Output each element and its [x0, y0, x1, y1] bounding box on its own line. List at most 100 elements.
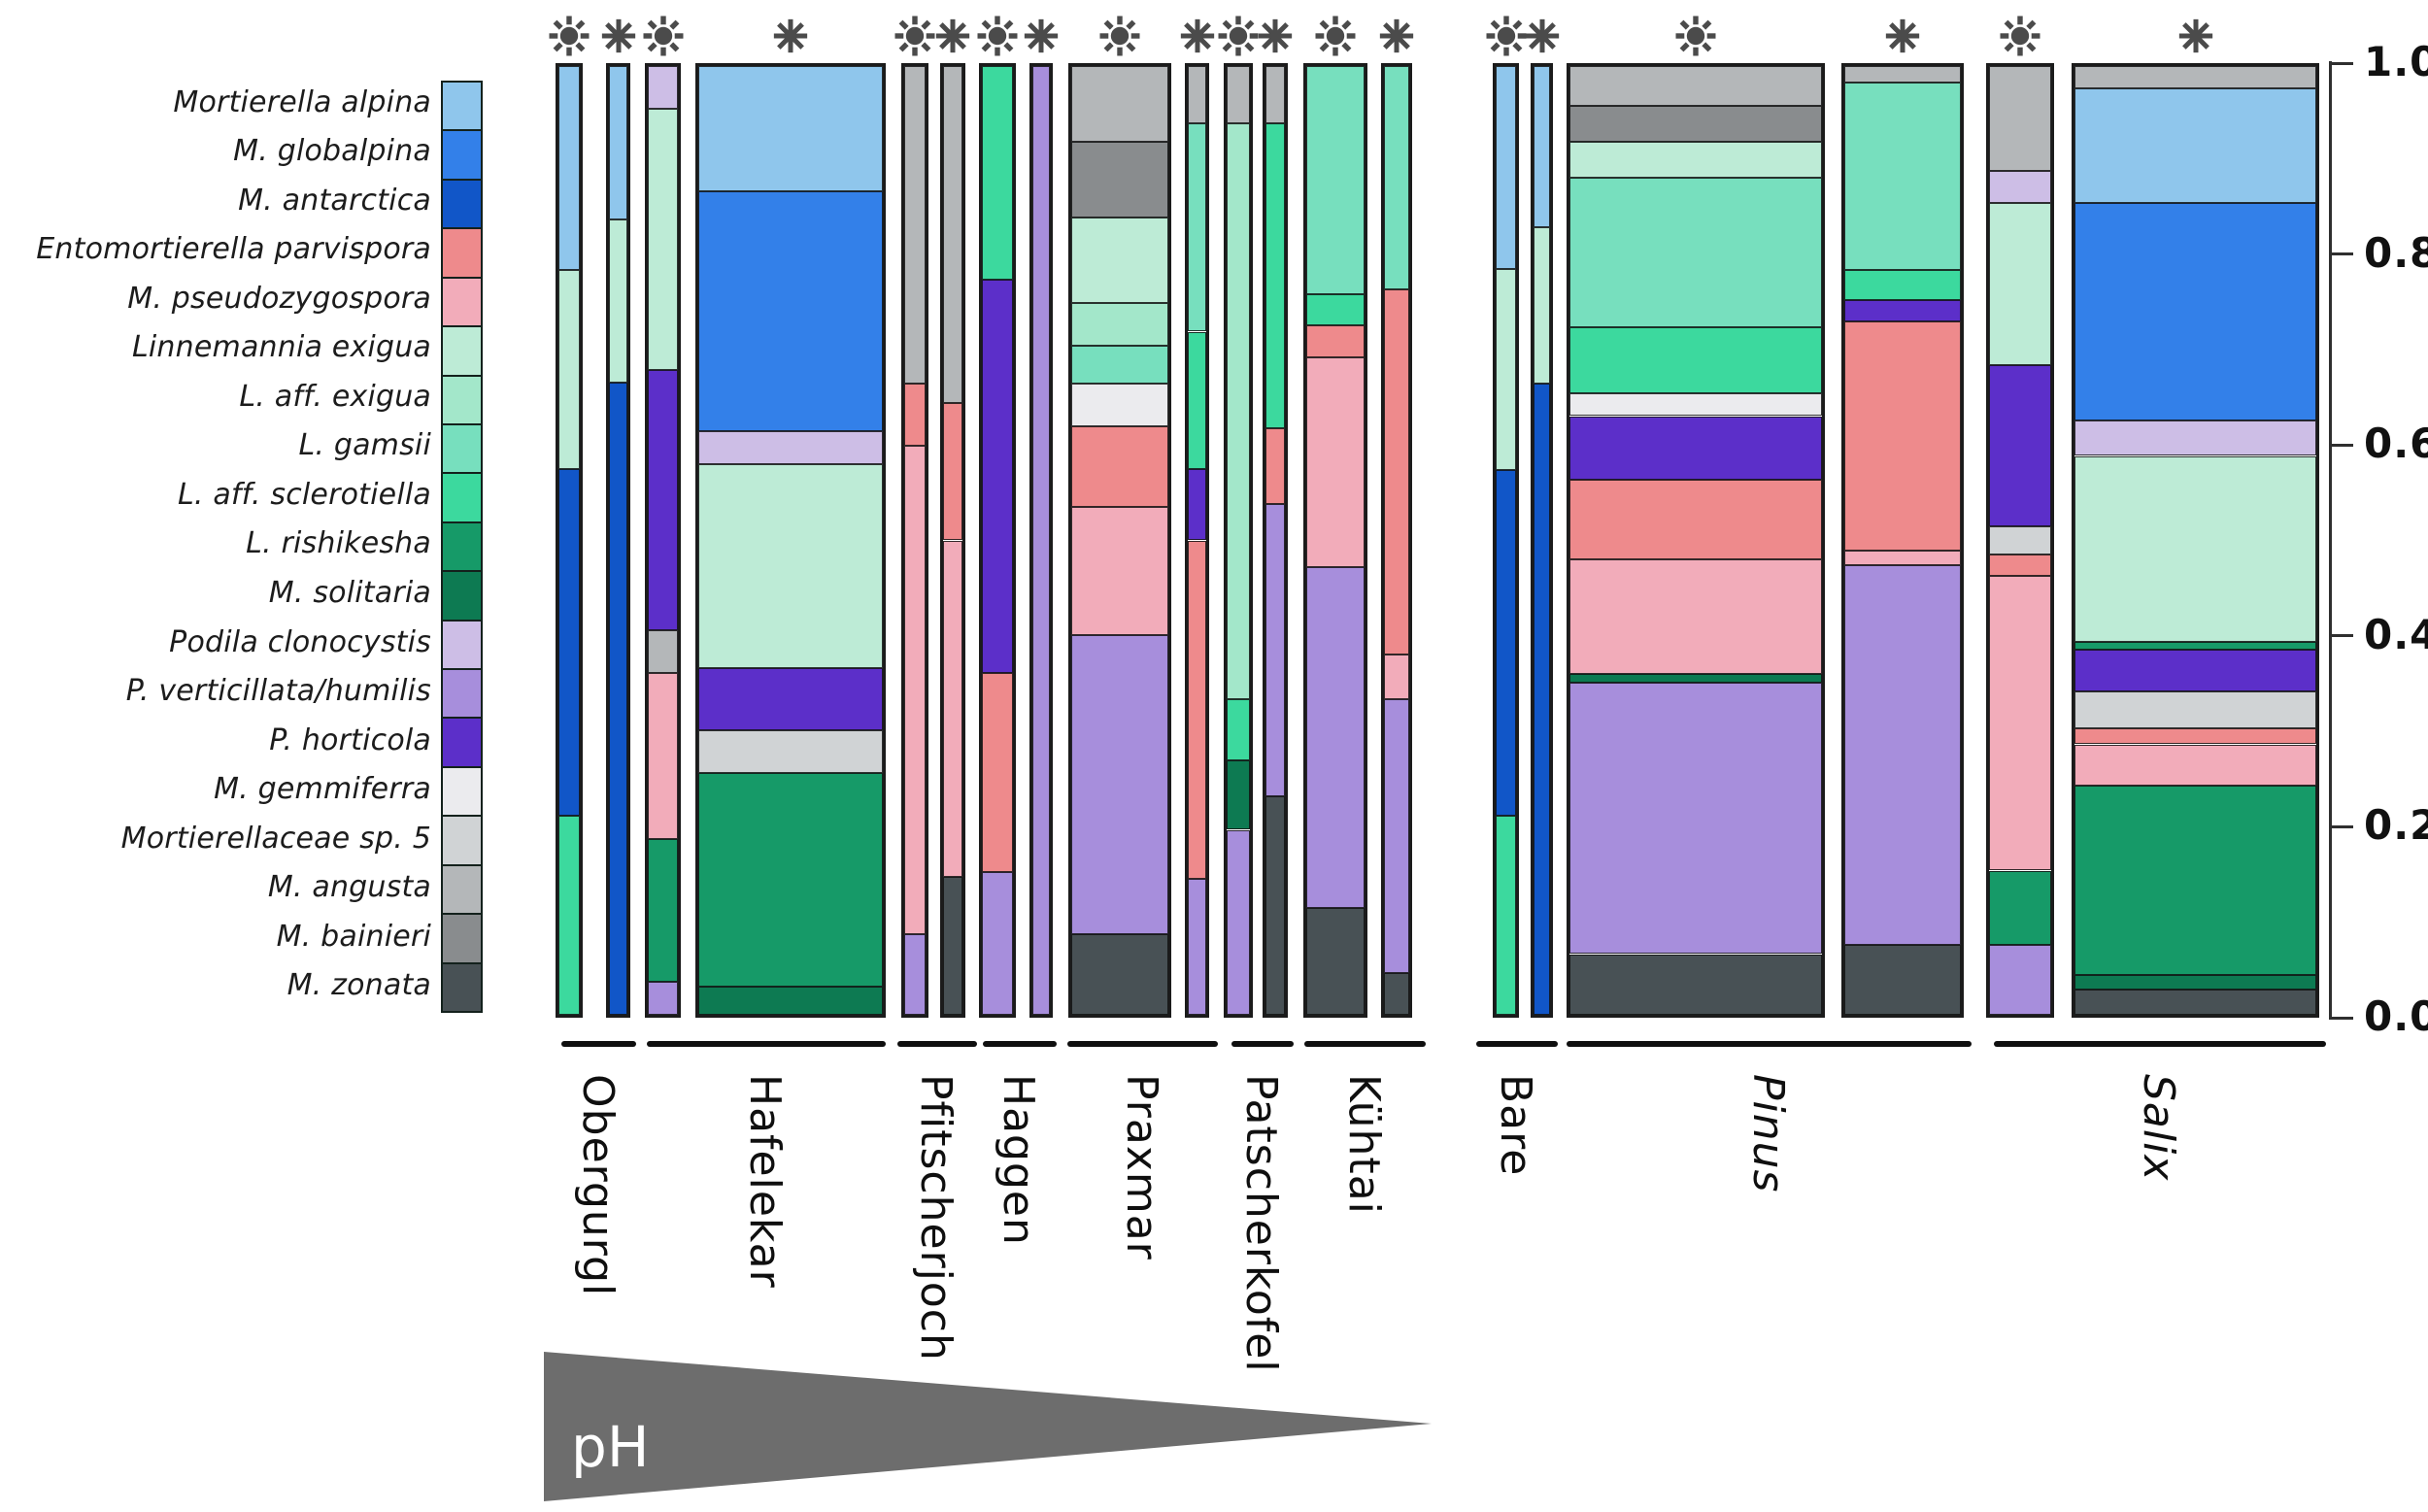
bar-segment-angusta	[648, 630, 678, 674]
bar-segment-exigua	[648, 109, 678, 370]
significance-asterisk-icon	[2174, 14, 2218, 62]
bar-segment-verticillata	[1569, 683, 1822, 955]
bar-segment-rishikesha	[2074, 785, 2316, 975]
group-label-patscherkofel: Patscherkofel	[1236, 1074, 1286, 1373]
legend-swatch-parvispora	[441, 227, 483, 279]
bar-segment-sp5	[1989, 525, 2051, 555]
legend-item-clonocystis: Podila clonocystis	[169, 624, 431, 659]
legend-swatch-bainieri	[441, 913, 483, 964]
bar-segment-rishikesha	[1989, 870, 2051, 945]
stacked-bar-pfitscherjoch-2	[940, 63, 965, 1018]
significance-asterisk-icon	[1175, 14, 1220, 62]
legend-item-angusta: M. angusta	[267, 870, 431, 905]
ph-label: pH	[571, 1414, 649, 1480]
legend-swatch-pseudozygospora	[441, 276, 483, 328]
group-underline-k-htai	[1304, 1041, 1426, 1047]
bar-segment-zonata	[2074, 989, 2316, 1015]
stacked-bar-k-htai-2	[1381, 63, 1412, 1018]
bar-segment-globalpina	[698, 191, 883, 432]
bar-segment-parvispora	[904, 384, 926, 446]
legend-swatch-verticillata	[441, 668, 483, 720]
bar-segment-sp5	[698, 729, 883, 773]
significance-sun-icon	[893, 14, 937, 62]
bar-segment-sclerotiella	[1227, 698, 1250, 761]
legend-item-solitaria: M. solitaria	[268, 576, 431, 610]
significance-sun-icon	[975, 14, 1020, 62]
legend-item-pseudozygospora: M. pseudozygospora	[127, 281, 431, 316]
bar-segment-horticola	[698, 668, 883, 730]
group-underline-haggen	[983, 1041, 1057, 1047]
bar-segment-aff-exigua	[1227, 122, 1250, 699]
bar-segment-verticillata	[1844, 564, 1961, 945]
bar-segment-verticillata	[1384, 698, 1409, 974]
bar-segment-rishikesha	[2074, 642, 2316, 650]
bar-segment-exigua	[698, 464, 883, 669]
group-label-pinus: Pinus	[1743, 1074, 1793, 1193]
bar-segment-alpina	[1534, 66, 1550, 228]
legend-color-column	[441, 81, 483, 1014]
bar-segment-parvispora	[1569, 480, 1822, 560]
bar-segment-horticola	[1844, 300, 1961, 321]
bar-segment-solitaria	[1227, 760, 1250, 830]
legend-item-parvispora: Entomortierella parvispora	[36, 232, 431, 267]
bar-segment-bainieri	[1071, 142, 1168, 218]
significance-sun-icon	[1998, 14, 2042, 62]
stacked-bar-pfitscherjoch-1	[901, 63, 928, 1018]
legend-item-globalpina: M. globalpina	[233, 134, 431, 169]
stacked-bar-salix-1	[1986, 63, 2054, 1018]
stacked-bar-pinus-1	[1567, 63, 1825, 1018]
y-axis-tick-label: 0.4	[2364, 610, 2428, 658]
bar-segment-exigua	[1071, 218, 1168, 304]
stacked-bar-hafelekar-1	[645, 63, 681, 1018]
bar-segment-sclerotiella	[982, 66, 1013, 280]
legend-swatch-sclerotiella	[441, 472, 483, 523]
stacked-bar-praxmar-2	[1185, 63, 1209, 1018]
legend-item-zonata: M. zonata	[287, 968, 431, 1003]
bar-segment-sclerotiella	[1306, 293, 1365, 325]
ph-wedge-triangle	[544, 1352, 1432, 1501]
bar-segment-parvispora	[1989, 554, 2051, 576]
y-axis-line	[2329, 61, 2332, 1020]
bar-segment-antarctica	[1534, 384, 1550, 1015]
y-axis-tick-label: 0.2	[2364, 801, 2428, 850]
bar-segment-gamsii	[1306, 66, 1365, 294]
stacked-bar-patscherkofel-1	[1224, 63, 1253, 1018]
group-label-hafelekar: Hafelekar	[740, 1074, 790, 1289]
group-label-pfitscherjoch: Pfitscherjoch	[911, 1074, 961, 1361]
bar-segment-verticillata	[1989, 944, 2051, 1015]
group-underline-patscherkofel	[1231, 1041, 1294, 1047]
y-axis-tick-label: 0.0	[2364, 992, 2428, 1040]
bar-segment-pseudozygospora	[1306, 356, 1365, 567]
bar-segment-exigua	[1496, 269, 1516, 471]
bar-segment-angusta	[943, 66, 962, 403]
group-underline-hafelekar	[647, 1041, 886, 1047]
bar-segment-gamsii	[1071, 346, 1168, 385]
ph-gradient-arrow: pH	[544, 1352, 1432, 1501]
legend-item-aff-exigua: L. aff. exigua	[239, 379, 431, 414]
bar-segment-gamsii	[1384, 66, 1409, 289]
bar-segment-horticola	[2074, 649, 2316, 691]
y-axis-tick-label: 1.0	[2364, 38, 2428, 85]
bar-segment-antarctica	[558, 469, 580, 816]
legend-item-sclerotiella: L. aff. sclerotiella	[177, 477, 431, 512]
legend-swatch-clonocystis	[441, 619, 483, 671]
legend-item-horticola: P. horticola	[269, 722, 431, 757]
bar-segment-pseudozygospora	[943, 540, 962, 878]
y-axis-tick	[2329, 61, 2353, 65]
bar-segment-clonocystis	[2074, 420, 2316, 456]
bar-segment-parvispora	[1071, 426, 1168, 508]
significance-sun-icon	[1097, 14, 1142, 62]
group-underline-obergurgl	[561, 1041, 636, 1047]
bar-segment-horticola	[1569, 416, 1822, 480]
bar-segment-clonocystis	[648, 66, 678, 109]
bar-segment-gemmiferra	[1071, 384, 1168, 427]
legend-swatch-horticola	[441, 717, 483, 768]
stacked-bar-obergurgl-1	[556, 63, 583, 1018]
bar-segment-sclerotiella	[1265, 122, 1285, 429]
bar-segment-pseudozygospora	[648, 673, 678, 840]
group-underline-bare	[1476, 1041, 1558, 1047]
bar-segment-verticillata	[1188, 879, 1206, 1015]
significance-sun-icon	[641, 14, 686, 62]
bar-segment-parvispora	[1188, 540, 1206, 880]
stacked-bar-patscherkofel-2	[1263, 63, 1288, 1018]
